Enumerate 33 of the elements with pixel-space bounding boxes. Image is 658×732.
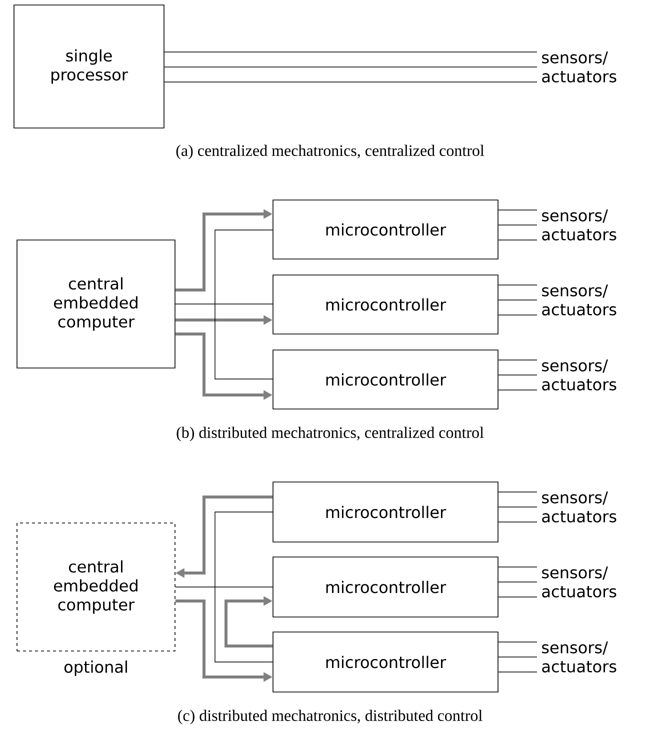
controller-box: microcontroller <box>272 632 498 692</box>
connector-line <box>164 66 538 68</box>
connector-line <box>498 314 538 316</box>
processor-box: central embedded computer <box>16 240 176 368</box>
subfigure-caption: (a) centralized mechatronics, centralized control <box>176 144 484 160</box>
connector-line <box>214 230 273 380</box>
io-label: sensors/ actuators <box>542 642 616 672</box>
io-label: sensors/ actuators <box>542 52 616 82</box>
connector-line <box>498 284 538 286</box>
io-label: sensors/ actuators <box>542 210 616 240</box>
io-label: sensors/ actuators <box>542 566 616 598</box>
connector-line <box>498 506 538 508</box>
processor-box: single processor <box>14 4 164 128</box>
controller-box: microcontroller <box>272 200 498 260</box>
connector-line <box>498 656 538 658</box>
beside-label: optional <box>64 660 127 676</box>
io-label: sensors/ actuators <box>542 492 616 522</box>
subfigure-caption: (b) distributed mechatronics, centralized control <box>176 426 484 442</box>
controller-box: microcontroller <box>272 482 498 542</box>
connector-line <box>498 596 538 598</box>
io-label: sensors/ actuators <box>542 284 616 316</box>
connector-line <box>498 224 538 226</box>
io-label: sensors/ actuators <box>542 360 616 390</box>
connector-line <box>498 566 538 568</box>
subfigure-caption: (c) distributed mechatronics, distributed control <box>178 710 482 724</box>
controller-box: microcontroller <box>272 556 498 618</box>
controller-box: microcontroller <box>272 274 498 334</box>
connector-line <box>175 586 273 588</box>
processor-box: central embedded computer <box>16 522 176 652</box>
arrow <box>224 596 273 648</box>
controller-box: microcontroller <box>272 350 498 410</box>
connector-line <box>214 512 273 662</box>
connector-line <box>498 374 538 376</box>
